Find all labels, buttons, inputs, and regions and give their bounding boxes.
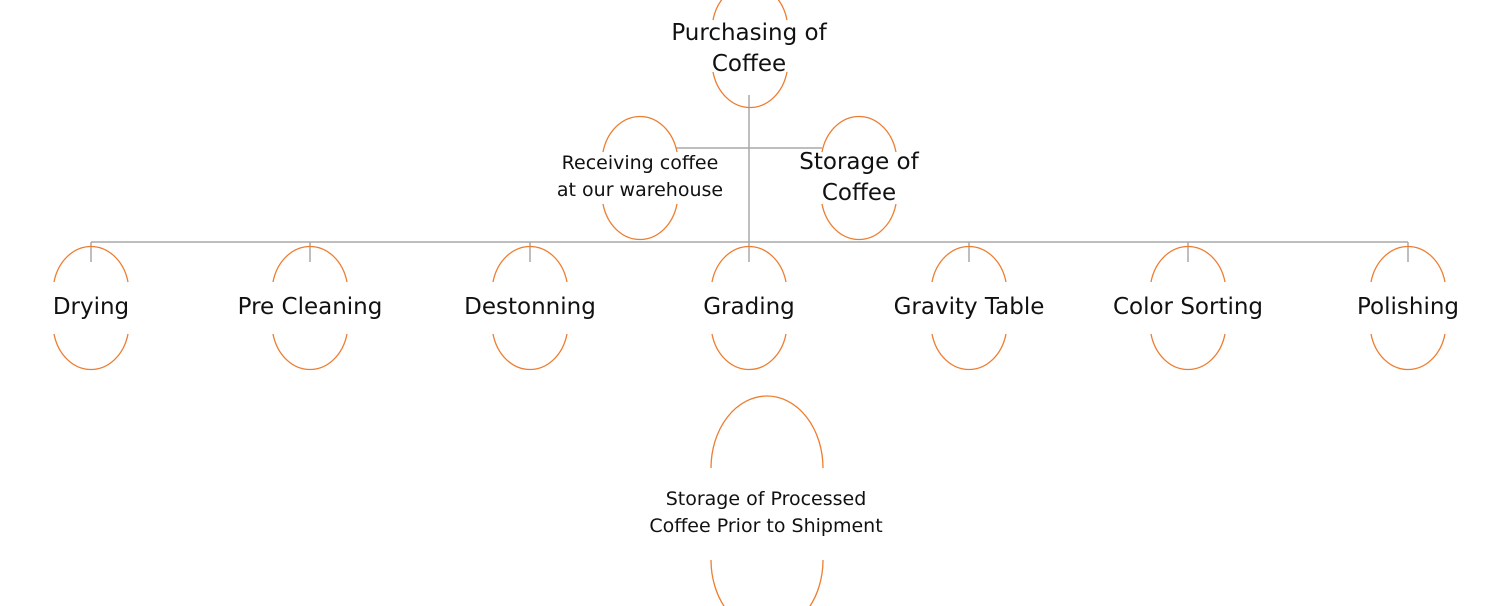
node-purchasing-line2: Coffee [712,51,786,77]
node-outline-top [710,395,824,469]
node-receiving: Receiving coffee at our warehouse [557,115,723,241]
node-color-sorting: Color Sorting [1113,245,1263,371]
node-grading-label: Grading [703,294,795,320]
node-outline-top [1150,245,1226,283]
node-outline-bottom [272,333,348,371]
node-storage-line1: Storage of [799,149,919,175]
node-final-storage: Storage of Processed Coffee Prior to Shi… [649,395,883,606]
node-outline-bottom [602,203,678,241]
node-color-sorting-label: Color Sorting [1113,294,1263,320]
node-outline-top [1370,245,1446,283]
node-grading: Grading [703,245,795,371]
node-purchasing-line1: Purchasing of [671,20,827,46]
node-outline-bottom [53,333,129,371]
node-final-storage-line2: Coffee Prior to Shipment [649,515,882,537]
node-destonning-label: Destonning [464,294,596,320]
node-outline-top [53,245,129,283]
node-receiving-line2: at our warehouse [557,179,723,201]
node-final-storage-line1: Storage of Processed [666,488,867,510]
node-storage-line2: Coffee [822,180,896,206]
node-drying: Drying [53,245,129,371]
node-outline-top [492,245,568,283]
node-outline-bottom [710,559,824,606]
node-outline-bottom [712,71,788,109]
node-outline-bottom [1150,333,1226,371]
connectors [90,95,1409,262]
node-outline-top [931,245,1007,283]
node-outline-bottom [711,333,787,371]
node-outline-top [712,0,788,21]
node-drying-label: Drying [53,294,129,320]
node-polishing-label: Polishing [1357,294,1459,320]
node-outline-top [602,115,678,153]
node-outline-top [711,245,787,283]
node-purchasing: Purchasing of Coffee [671,0,828,109]
node-storage: Storage of Coffee [799,115,920,241]
node-gravity-table: Gravity Table [894,245,1045,371]
node-pre-cleaning: Pre Cleaning [238,245,383,371]
node-outline-bottom [492,333,568,371]
node-outline-bottom [931,333,1007,371]
node-pre-cleaning-label: Pre Cleaning [238,294,383,320]
node-outline-bottom [821,203,897,241]
node-outline-bottom [1370,333,1446,371]
node-polishing: Polishing [1357,245,1459,371]
node-gravity-table-label: Gravity Table [894,294,1045,320]
node-outline-top [821,115,897,153]
node-destonning: Destonning [464,245,596,371]
node-outline-top [272,245,348,283]
node-receiving-line1: Receiving coffee [562,152,719,174]
